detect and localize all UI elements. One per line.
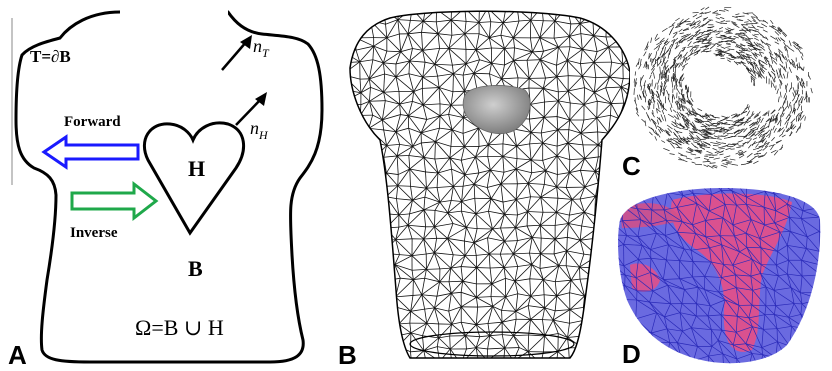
forward-arrow-icon xyxy=(44,137,138,167)
panel-b-torso-mesh: B xyxy=(330,0,630,371)
panel-label-a: A xyxy=(8,340,27,370)
fiber-orientation-field xyxy=(634,7,812,168)
torso-wireframe-mesh xyxy=(342,5,630,366)
normal-torso-label: nT xyxy=(253,36,270,60)
panel-label-b: B xyxy=(338,340,357,370)
normal-heart-label: nH xyxy=(250,118,269,142)
domain-label: Ω=B ∪ H xyxy=(135,315,224,340)
inverse-arrow-icon xyxy=(72,184,156,218)
heart-mesh-icon xyxy=(463,85,530,133)
body-label: B xyxy=(188,256,203,281)
panel-d-heart-mesh: D xyxy=(612,180,832,371)
panel-label-c: C xyxy=(622,151,641,181)
inverse-label: Inverse xyxy=(70,225,118,241)
panel-a-schematic: nT T=∂B H nH Forward Inverse B Ω=B ∪ H A xyxy=(0,0,330,371)
panel-label-d: D xyxy=(622,339,641,369)
heart-label: H xyxy=(188,156,205,181)
boundary-label: T=∂B xyxy=(30,47,71,66)
forward-label: Forward xyxy=(64,114,121,130)
panel-c-fiber-field: C xyxy=(612,0,832,190)
